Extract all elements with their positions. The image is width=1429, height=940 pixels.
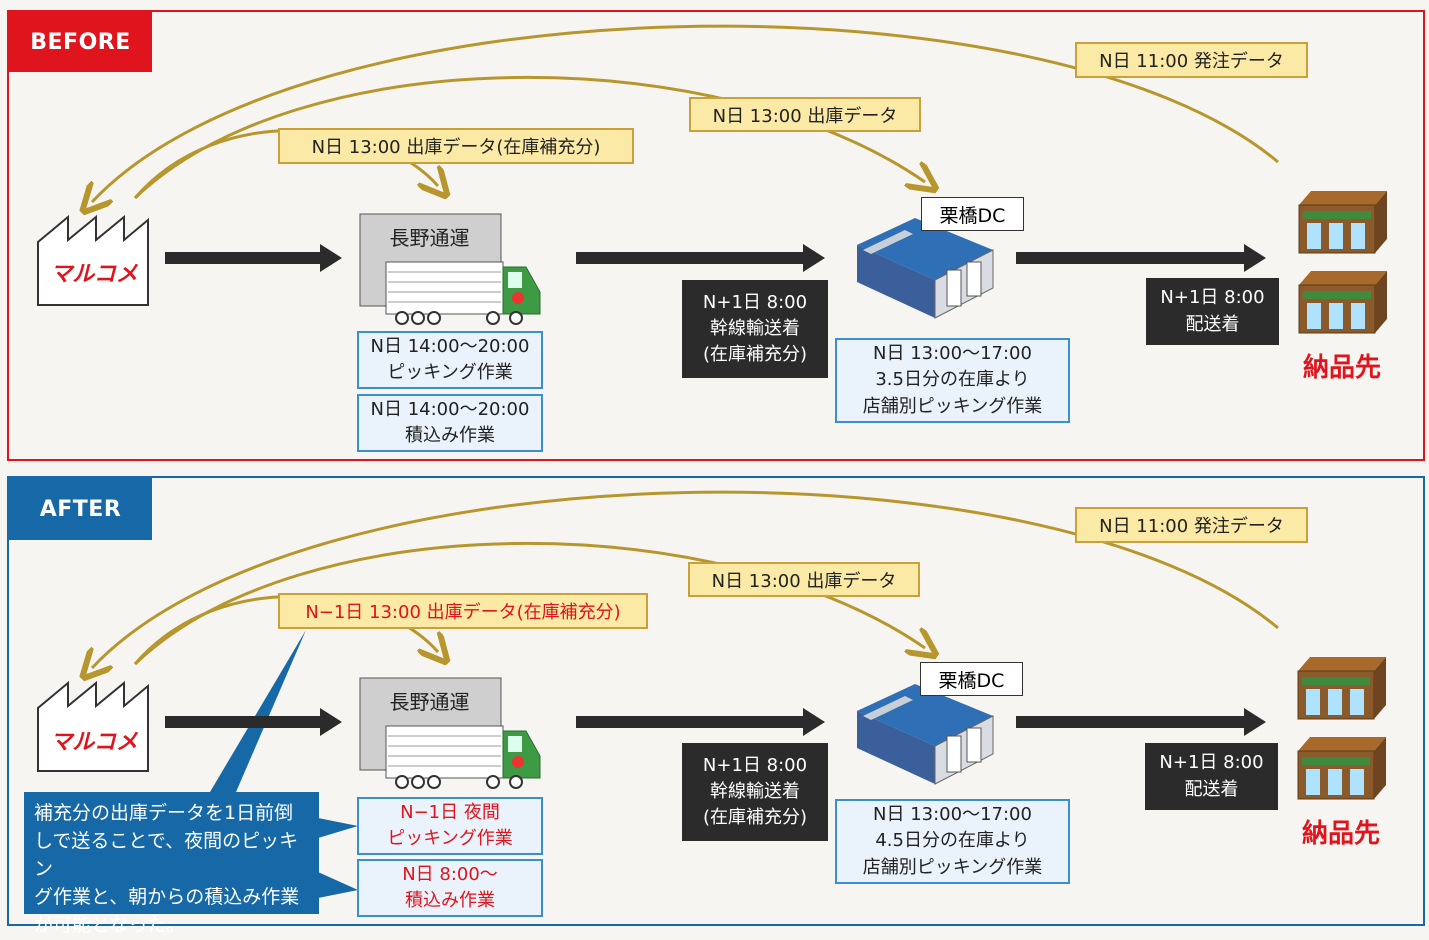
after-stock-ship-data-label: N−1日 13:00 出庫データ(在庫補充分)	[278, 593, 648, 629]
before-picking-box: N日 14:00〜20:00 ピッキング作業	[357, 331, 543, 389]
after-delivery-box: N+1日 8:00 配送着	[1145, 743, 1278, 810]
before-panel-border	[7, 10, 1425, 461]
before-destination-label: 納品先	[1303, 353, 1382, 383]
before-section: BEFORE N日 11:00 発注データ N日 13:00 出庫データ N日 …	[0, 0, 1429, 465]
after-note-line-4: が可能となった。	[34, 913, 186, 936]
after-loading-time: N日 8:00〜	[402, 863, 498, 885]
before-carrier-label: 長野通運	[389, 226, 470, 250]
after-dc-work-time: N日 13:00〜17:00	[873, 804, 1032, 826]
after-loading-task: 積込み作業	[405, 890, 495, 911]
before-delivery-box: N+1日 8:00 配送着	[1146, 278, 1279, 345]
after-picking-time: N−1日 夜間	[400, 801, 500, 823]
before-trunk-title: 幹線輸送着	[710, 317, 800, 339]
after-trunk-title: 幹線輸送着	[710, 780, 800, 802]
after-loading-box: N日 8:00〜 積込み作業	[357, 859, 543, 917]
before-order-data-label: N日 11:00 発注データ	[1075, 42, 1308, 78]
before-picking-time: N日 14:00〜20:00	[370, 335, 530, 357]
before-tag: BEFORE	[9, 12, 152, 72]
after-trunk-time: N+1日 8:00	[702, 754, 808, 776]
before-delivery-title: 配送着	[1185, 313, 1240, 335]
before-store-icon-1	[1298, 191, 1387, 254]
after-order-data-label: N日 11:00 発注データ	[1075, 507, 1308, 543]
before-loading-box: N日 14:00〜20:00 積込み作業	[357, 394, 543, 452]
before-loading-time: N日 14:00〜20:00	[370, 398, 530, 420]
after-warehouse-icon	[857, 684, 994, 785]
after-note-line-3: グ作業と、朝からの積込み作業	[34, 885, 300, 908]
after-note-line-2: しで送ることで、夜間のピッキン	[34, 829, 299, 880]
before-stock-ship-data-label: N日 13:00 出庫データ(在庫補充分)	[278, 128, 634, 164]
after-carrier-label: 長野通運	[389, 690, 470, 714]
after-truck-icon	[359, 677, 541, 789]
before-loading-task: 積込み作業	[405, 425, 495, 446]
after-dc-work-stock: 4.5日分の在庫より	[875, 830, 1030, 852]
after-maker-logo: マルコメ	[50, 730, 138, 755]
before-dc-work-task: 店舗別ピッキング作業	[862, 395, 1043, 417]
after-dc-work-box: N日 13:00〜17:00 4.5日分の在庫より 店舗別ピッキング作業	[835, 799, 1070, 884]
before-trunk-box: N+1日 8:00 幹線輸送着 (在庫補充分)	[682, 280, 828, 378]
after-dc-ship-data-label: N日 13:00 出庫データ	[688, 562, 920, 597]
after-trunk-box: N+1日 8:00 幹線輸送着 (在庫補充分)	[682, 743, 828, 841]
after-factory-icon	[37, 680, 149, 772]
before-dc-work-time: N日 13:00〜17:00	[873, 343, 1032, 365]
before-dc-ship-data-label: N日 13:00 出庫データ	[689, 97, 921, 132]
after-section: AFTER N日 11:00 発注データ N日 13:00 出庫データ N−1日…	[0, 466, 1429, 936]
before-maker-logo: マルコメ	[50, 262, 138, 287]
before-dc-work-stock: 3.5日分の在庫より	[875, 369, 1030, 391]
before-factory-icon	[37, 214, 149, 306]
before-trunk-note: (在庫補充分)	[702, 344, 808, 366]
before-store-icon-2	[1298, 271, 1387, 334]
before-picking-task: ピッキング作業	[387, 362, 513, 383]
before-warehouse-icon	[857, 218, 994, 319]
after-delivery-title: 配送着	[1184, 778, 1239, 800]
after-dc-work-task: 店舗別ピッキング作業	[862, 856, 1043, 878]
after-destination-label: 納品先	[1302, 819, 1381, 849]
after-explanation-note: 補充分の出庫データを1日前倒 しで送ることで、夜間のピッキン グ作業と、朝からの…	[24, 792, 319, 936]
after-dc-name: 栗橋DC	[920, 662, 1023, 696]
before-trunk-time: N+1日 8:00	[702, 291, 808, 313]
after-store-icon-2	[1297, 737, 1386, 800]
after-flow-arcs	[0, 490, 1279, 898]
before-dc-work-box: N日 13:00〜17:00 3.5日分の在庫より 店舗別ピッキング作業	[835, 338, 1070, 423]
before-dc-name: 栗橋DC	[921, 197, 1024, 231]
after-trunk-note: (在庫補充分)	[702, 807, 808, 829]
before-delivery-time: N+1日 8:00	[1160, 287, 1265, 309]
after-picking-box: N−1日 夜間 ピッキング作業	[357, 797, 543, 855]
after-store-icon-1	[1297, 657, 1386, 720]
after-delivery-time: N+1日 8:00	[1159, 752, 1264, 774]
after-note-line-1: 補充分の出庫データを1日前倒	[34, 802, 294, 824]
after-picking-task: ピッキング作業	[387, 828, 513, 849]
after-tag: AFTER	[9, 478, 152, 540]
before-truck-icon	[359, 213, 541, 325]
